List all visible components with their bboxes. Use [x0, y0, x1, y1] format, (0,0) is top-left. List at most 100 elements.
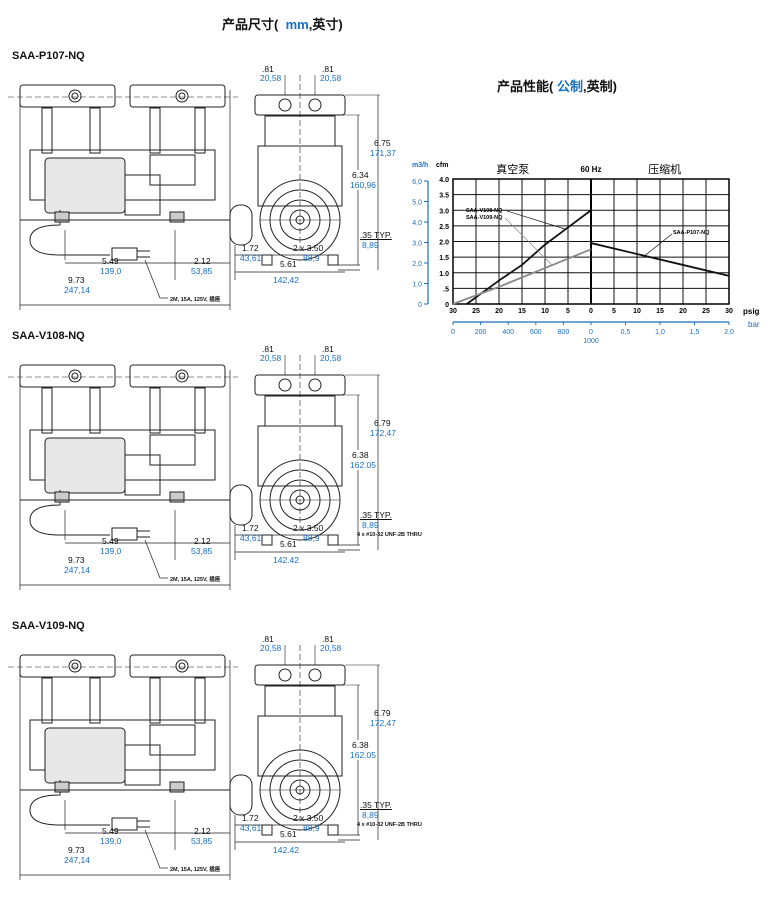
foot-dim-mm: 8,89: [362, 810, 379, 820]
series-line-saa-v108-nq: [466, 209, 592, 305]
dim-b-mm: 88,9: [303, 823, 320, 833]
dim-c-mm: 142.42: [273, 555, 299, 565]
dim-c-mm: 142.42: [273, 845, 299, 855]
port2-dim-mm: 20,58: [320, 643, 342, 653]
leader-line: [642, 233, 673, 258]
title-suffix: ,英寸): [308, 17, 343, 32]
port1-dim-mm: 20,58: [260, 73, 282, 83]
model-name: SAA-V109-NQ: [12, 620, 85, 632]
dim-a-in: 1.72: [242, 243, 259, 253]
legend-label: SAA-V109-NQ: [466, 215, 503, 221]
x-tick-label: 20: [679, 308, 687, 315]
height-total-mm: 172,47: [370, 718, 396, 728]
port2-dim-mm: 20,58: [320, 73, 342, 83]
dim-d-in: 5.49: [102, 826, 119, 836]
x-tick-label: 20: [495, 308, 503, 315]
metric-y-tick-label: 5,0: [412, 200, 422, 207]
x-tick-label: 5: [612, 308, 616, 315]
perf-title-suffix: ,英制): [582, 79, 617, 94]
y-label-imperial: cfm: [436, 162, 448, 169]
x-label-imperial: psig: [743, 307, 760, 316]
port2-dim-mm: 20,58: [320, 353, 342, 363]
metric-y-tick-label: 2,0: [412, 261, 422, 268]
x-label-metric: bar: [748, 320, 760, 329]
cable-note: 2M, 15A, 125V, 插座: [170, 577, 221, 583]
model-dimension-section: SAA-V109-NQ .81 20,58 .81 20,58 6.79 172…: [0, 620, 440, 900]
dim-f-mm: 247,14: [64, 285, 90, 295]
metric-x-tick-label: 200: [475, 329, 487, 336]
dim-b-mm: 88,9: [303, 533, 320, 543]
leader-line: [506, 210, 566, 230]
side-view-drawing: [8, 75, 380, 310]
metric-y-tick-label: 6,0: [412, 179, 422, 186]
model-name: SAA-P107-NQ: [12, 50, 85, 62]
chart-title: 60 Hz: [581, 165, 602, 174]
vacuum-label: 真空泵: [496, 162, 529, 176]
metric-x-tick-label: 0,5: [621, 329, 631, 336]
dim-d-mm: 139,0: [100, 836, 122, 846]
metric-x-tick-label: 1,0: [655, 329, 665, 336]
y-tick-label: 3.0: [439, 208, 449, 215]
height-port-in: 6.38: [352, 450, 369, 460]
metric-x-mid-label: 1000: [583, 338, 599, 345]
metric-y-tick-label: 4,0: [412, 220, 422, 227]
dim-f-in: 9.73: [68, 845, 85, 855]
dim-e-mm: 53,85: [191, 266, 213, 276]
height-port-mm: 160,96: [350, 180, 376, 190]
metric-x-tick-label: 600: [530, 329, 542, 336]
dim-e-mm: 53,85: [191, 546, 213, 556]
dim-d-in: 5.49: [102, 536, 119, 546]
dim-d-mm: 139,0: [100, 546, 122, 556]
x-tick-label: 5: [566, 308, 570, 315]
y-tick-label: 2.5: [439, 224, 449, 231]
side-view-drawing: [8, 645, 380, 880]
x-tick-label: 10: [633, 308, 641, 315]
cable-note: 2M, 15A, 125V, 插座: [170, 867, 221, 873]
metric-x-tick-label: 1,5: [690, 329, 700, 336]
height-total-in: 6.75: [374, 138, 391, 148]
dim-a-mm: 43,61: [240, 253, 262, 263]
port2-dim-in: .81: [322, 344, 334, 354]
foot-dim-mm: 8,89: [362, 520, 379, 530]
legend-label: SAA-V108-NQ: [466, 208, 503, 214]
metric-x-tick-label: 2,0: [724, 329, 734, 336]
dim-a-in: 1.72: [242, 813, 259, 823]
series-line-saa-v109-nq: [452, 248, 592, 305]
side-view-drawing: [8, 355, 380, 590]
perf-title-metric: 公制: [556, 79, 583, 94]
dim-e-in: 2.12: [194, 536, 211, 546]
height-port-mm: 162.05: [350, 460, 376, 470]
dim-e-mm: 53,85: [191, 836, 213, 846]
dim-c-in: 5.61: [280, 539, 297, 549]
height-total-mm: 172,47: [370, 428, 396, 438]
y-tick-label: 3.5: [439, 193, 449, 200]
port1-dim-in: .81: [262, 344, 274, 354]
port1-dim-in: .81: [262, 64, 274, 74]
metric-y-tick-label: 0: [418, 302, 422, 309]
metric-x-tick-label: 0: [589, 329, 593, 336]
dim-d-in: 5.49: [102, 256, 119, 266]
port2-dim-in: .81: [322, 634, 334, 644]
height-total-in: 6.79: [374, 708, 391, 718]
model-name: SAA-V108-NQ: [12, 330, 85, 342]
dim-a-in: 1.72: [242, 523, 259, 533]
y-tick-label: 1.0: [439, 271, 449, 278]
plot-frame: [452, 178, 730, 305]
foot-dim-mm: 8,89: [362, 240, 379, 250]
dim-c-in: 5.61: [280, 259, 297, 269]
metric-x-tick-label: 400: [502, 329, 514, 336]
port1-dim-mm: 20,58: [260, 643, 282, 653]
height-total-in: 6.79: [374, 418, 391, 428]
height-port-in: 6.34: [352, 170, 369, 180]
y-label-metric: m3/h: [412, 162, 428, 169]
dim-a-mm: 43,61: [240, 533, 262, 543]
model-dimension-section: SAA-P107-NQ .81 20,58 .81 20,58 6.75 171…: [0, 50, 440, 330]
title-prefix: 产品尺寸(: [222, 17, 279, 32]
foot-dim-in: .35 TYP.: [360, 230, 392, 240]
y-tick-label: 2.0: [439, 240, 449, 247]
dim-c-in: 5.61: [280, 829, 297, 839]
x-tick-label: 30: [725, 308, 733, 315]
thread-note: 4 x #10-32 UNF-2B THRU: [357, 822, 422, 828]
x-tick-label: 0: [589, 308, 593, 315]
